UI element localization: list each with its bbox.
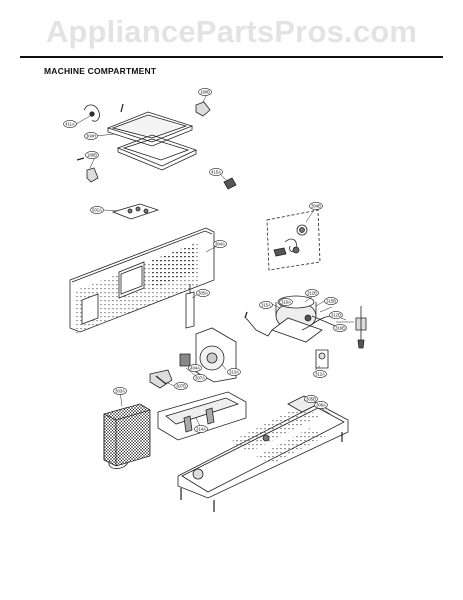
callout-oval [188,364,202,372]
callout-404a: 404A [188,364,202,372]
callout-oval [304,395,318,403]
callout-oval [63,120,77,128]
callout-oval [85,151,99,159]
callout-label: 312B [307,291,317,296]
callout-label: 180B [200,90,210,95]
callout-label: 307A [195,376,205,381]
callout-label: 415A [211,170,221,175]
drain-duct-314a [157,391,247,441]
bracket-180b-left [86,167,99,183]
callout-304h: 304H [84,132,98,140]
fan-blade-307b [149,369,173,389]
motor-404a [179,353,191,367]
callout-305a: 305A [196,289,210,297]
rear-panel-304a [69,227,215,334]
callout-label: 313A [229,370,239,375]
callout-label: 304H [86,134,96,139]
site-watermark: AppliancePartsPros.com [45,14,418,49]
callout-oval [314,401,328,409]
compressor-assembly [244,295,367,369]
callout-label: 304B [311,204,321,209]
callout-oval [194,425,208,433]
header-rule [20,56,443,58]
callout-315b: 315B [324,297,338,305]
callout-316b: 316B [333,324,347,332]
callout-label: 305A [198,291,208,296]
section-title: MACHINE COMPARTMENT [44,66,157,76]
callout-label: 314A [196,427,206,432]
callout-label: 180B [87,153,97,158]
callout-304a: 304A [213,240,227,248]
callout-label: 316B [335,326,345,331]
callout-307a: 307A [193,374,207,382]
callout-label: 304A [215,242,225,247]
callout-label: 501A [92,208,102,213]
label-plate-501a [111,203,160,220]
fan-shroud-assembly [149,284,237,389]
callout-306a: 306A [314,401,328,409]
cover-assembly [106,111,198,171]
base-plate-306a [177,395,349,499]
callout-oval [309,202,323,210]
callout-oval [259,301,273,309]
callout-313a: 313A [227,368,241,376]
callout-oval [193,374,207,382]
wire-harness-top [83,104,100,122]
callout-316a: 316A [279,298,293,306]
callout-oval [305,289,319,297]
callout-oval [113,387,127,395]
callout-314a: 314A [194,425,208,433]
callout-label: 305B [306,397,316,402]
power-cord-304b [266,209,321,271]
callout-180b: 180B [85,151,99,159]
callout-label: 411A [65,122,75,127]
callout-oval [84,132,98,140]
callout-305b: 305B [304,395,318,403]
callout-label: 404A [190,366,200,371]
condenser-coil-303a [103,403,151,469]
callout-oval [174,382,188,390]
callout-oval [324,297,338,305]
callout-312b: 312B [305,289,319,297]
callout-oval [209,168,223,176]
callout-label: 307B [176,384,186,389]
callout-oval [329,311,343,319]
bracket-305a [185,291,195,329]
callout-oval [313,370,327,378]
callout-oval [227,368,241,376]
callout-415a: 415A [209,168,223,176]
screw-left [76,157,85,161]
callout-312d: 312D [329,311,343,319]
callout-label: 315A [261,303,271,308]
callout-label: 315B [326,299,336,304]
screw-top [120,103,124,113]
callout-label: 316A [281,300,291,305]
callout-307b: 307B [174,382,188,390]
callout-304b: 304B [309,202,323,210]
plug-415a [223,177,237,190]
callout-oval [213,240,227,248]
callout-411a: 411A [63,120,77,128]
callout-label: 303A [115,389,125,394]
callout-oval [333,324,347,332]
bracket-180b-top [195,101,211,117]
callout-label: 312A [315,372,325,377]
callout-oval [279,298,293,306]
callout-315a: 315A [259,301,273,309]
callout-oval [90,206,104,214]
callout-label: 306A [316,403,326,408]
callout-180b: 180B [198,88,212,96]
callout-312a: 312A [313,370,327,378]
callout-oval [198,88,212,96]
callout-label: 312D [331,313,341,318]
callout-oval [196,289,210,297]
callout-303a: 303A [113,387,127,395]
callout-501a: 501A [90,206,104,214]
